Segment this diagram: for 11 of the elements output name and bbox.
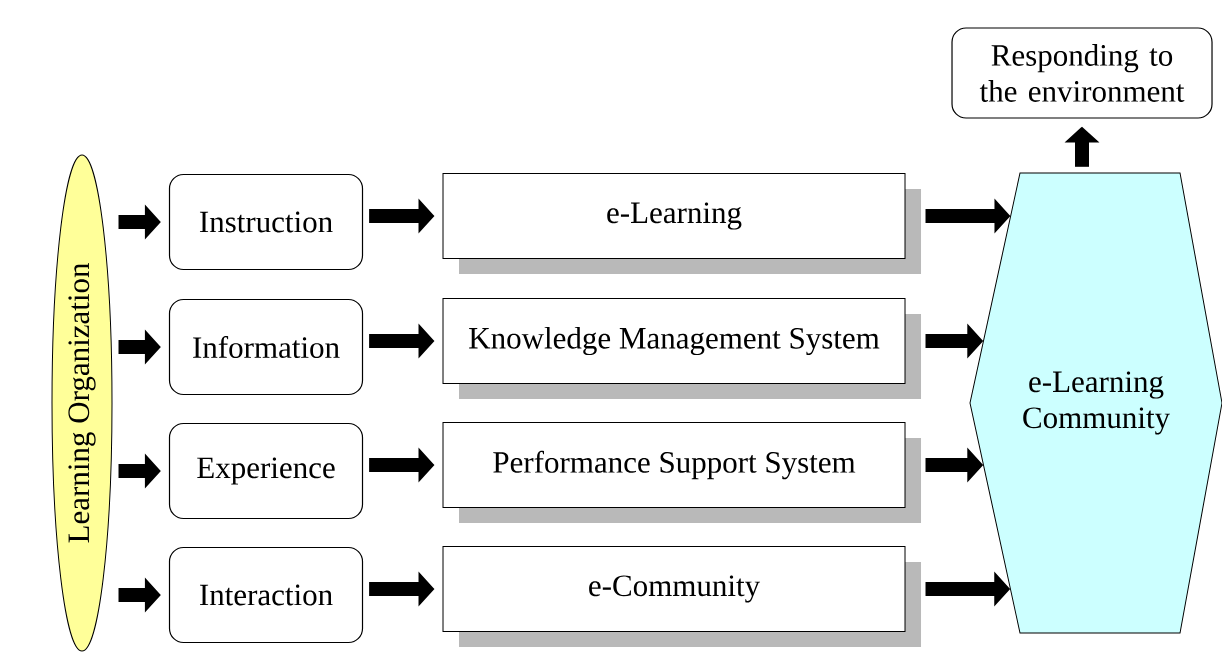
process-box: Knowledge Management System	[442, 298, 921, 399]
rounded-box: Responding to the environment	[951, 27, 1213, 119]
hexagon-node: e-Learning Community	[969, 172, 1222, 634]
process-box: e-Learning	[442, 173, 921, 274]
rounded-box: Interaction	[168, 546, 364, 644]
process-box: Performance Support System	[442, 422, 921, 523]
rounded-box: Instruction	[168, 173, 364, 271]
rounded-box: Information	[168, 298, 364, 396]
rounded-box: Experience	[168, 422, 364, 520]
ellipse-node: Learning Organization	[51, 154, 113, 652]
process-box: e-Community	[442, 546, 921, 647]
